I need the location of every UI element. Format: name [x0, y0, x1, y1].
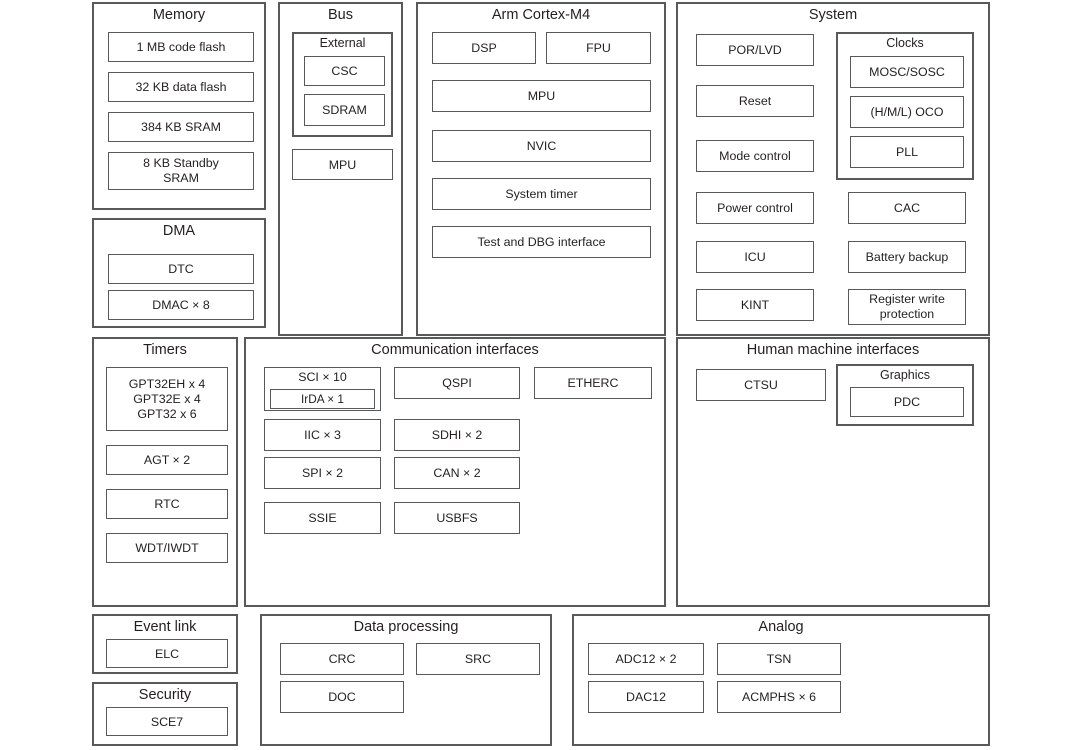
- group-memory-title: Memory: [152, 7, 206, 23]
- block-hml-oco[interactable]: (H/M/L) OCO: [850, 96, 964, 128]
- block-wdt-iwdt[interactable]: WDT/IWDT: [106, 533, 228, 563]
- block-data-flash[interactable]: 32 KB data flash: [108, 72, 254, 102]
- block-mode-control[interactable]: Mode control: [696, 140, 814, 172]
- block-dsp[interactable]: DSP: [432, 32, 536, 64]
- block-src[interactable]: SRC: [416, 643, 540, 675]
- block-system-timer[interactable]: System timer: [432, 178, 651, 210]
- block-acmphs[interactable]: ACMPHS × 6: [717, 681, 841, 713]
- group-bus-external-title: External: [319, 36, 366, 50]
- group-system: System POR/LVD Reset Mode control Power …: [676, 2, 990, 336]
- group-data-processing: Data processing CRC SRC DOC: [260, 614, 552, 746]
- block-sram[interactable]: 384 KB SRAM: [108, 112, 254, 142]
- block-dmac[interactable]: DMAC × 8: [108, 290, 254, 320]
- block-sdram[interactable]: SDRAM: [304, 94, 385, 126]
- block-crc[interactable]: CRC: [280, 643, 404, 675]
- group-arm-cortex-m4: Arm Cortex-M4 DSP FPU MPU NVIC System ti…: [416, 2, 666, 336]
- block-dtc[interactable]: DTC: [108, 254, 254, 284]
- block-adc12[interactable]: ADC12 × 2: [588, 643, 704, 675]
- group-analog-title: Analog: [758, 619, 804, 635]
- group-clocks-title: Clocks: [886, 36, 924, 50]
- group-timers-title: Timers: [143, 342, 187, 358]
- block-can[interactable]: CAN × 2: [394, 457, 520, 489]
- group-communication-interfaces: Communication interfaces SCI × 10 IrDA ×…: [244, 337, 666, 607]
- group-event-link-title: Event link: [133, 619, 197, 635]
- block-sce7[interactable]: SCE7: [106, 707, 228, 736]
- block-rtc[interactable]: RTC: [106, 489, 228, 519]
- group-dma-title: DMA: [162, 223, 196, 239]
- block-dac12[interactable]: DAC12: [588, 681, 704, 713]
- block-bus-mpu[interactable]: MPU: [292, 149, 393, 180]
- group-clocks: Clocks MOSC/SOSC (H/M/L) OCO PLL: [836, 32, 974, 180]
- block-test-dbg-interface[interactable]: Test and DBG interface: [432, 226, 651, 258]
- block-kint[interactable]: KINT: [696, 289, 814, 321]
- group-analog: Analog ADC12 × 2 TSN DAC12 ACMPHS × 6: [572, 614, 990, 746]
- block-usbfs[interactable]: USBFS: [394, 502, 520, 534]
- block-pll[interactable]: PLL: [850, 136, 964, 168]
- block-sci-label: SCI × 10: [298, 370, 347, 384]
- block-standby-sram[interactable]: 8 KB Standby SRAM: [108, 152, 254, 190]
- block-fpu[interactable]: FPU: [546, 32, 651, 64]
- block-tsn[interactable]: TSN: [717, 643, 841, 675]
- block-pdc[interactable]: PDC: [850, 387, 964, 417]
- block-code-flash[interactable]: 1 MB code flash: [108, 32, 254, 62]
- block-iic[interactable]: IIC × 3: [264, 419, 381, 451]
- group-event-link: Event link ELC: [92, 614, 238, 674]
- group-cortex-title: Arm Cortex-M4: [491, 7, 591, 23]
- block-mosc-sosc[interactable]: MOSC/SOSC: [850, 56, 964, 88]
- block-gpt[interactable]: GPT32EH x 4 GPT32E x 4 GPT32 x 6: [106, 367, 228, 431]
- block-csc[interactable]: CSC: [304, 56, 385, 86]
- block-agt[interactable]: AGT × 2: [106, 445, 228, 475]
- group-graphics-title: Graphics: [879, 368, 931, 382]
- group-memory: Memory 1 MB code flash 32 KB data flash …: [92, 2, 266, 210]
- group-dma: DMA DTC DMAC × 8: [92, 218, 266, 328]
- block-ctsu[interactable]: CTSU: [696, 369, 826, 401]
- group-human-machine-interfaces: Human machine interfaces CTSU Graphics P…: [676, 337, 990, 607]
- group-data-processing-title: Data processing: [353, 619, 459, 635]
- block-por-lvd[interactable]: POR/LVD: [696, 34, 814, 66]
- block-spi[interactable]: SPI × 2: [264, 457, 381, 489]
- block-reset[interactable]: Reset: [696, 85, 814, 117]
- group-bus-title: Bus: [328, 7, 353, 23]
- block-etherc[interactable]: ETHERC: [534, 367, 652, 399]
- block-cortex-mpu[interactable]: MPU: [432, 80, 651, 112]
- block-sdhi[interactable]: SDHI × 2: [394, 419, 520, 451]
- group-hmi-title: Human machine interfaces: [746, 342, 920, 358]
- block-elc[interactable]: ELC: [106, 639, 228, 668]
- group-timers: Timers GPT32EH x 4 GPT32E x 4 GPT32 x 6 …: [92, 337, 238, 607]
- block-nvic[interactable]: NVIC: [432, 130, 651, 162]
- block-cac[interactable]: CAC: [848, 192, 966, 224]
- group-security-title: Security: [138, 687, 192, 703]
- group-system-title: System: [808, 7, 858, 23]
- block-qspi[interactable]: QSPI: [394, 367, 520, 399]
- group-graphics: Graphics PDC: [836, 364, 974, 426]
- block-register-write-protection[interactable]: Register write protection: [848, 289, 966, 325]
- group-bus-external: External CSC SDRAM: [292, 32, 393, 137]
- block-battery-backup[interactable]: Battery backup: [848, 241, 966, 273]
- block-ssie[interactable]: SSIE: [264, 502, 381, 534]
- block-doc[interactable]: DOC: [280, 681, 404, 713]
- block-irda[interactable]: IrDA × 1: [270, 389, 375, 409]
- group-communication-title: Communication interfaces: [371, 342, 539, 358]
- group-bus: Bus External CSC SDRAM MPU: [278, 2, 403, 336]
- group-security: Security SCE7: [92, 682, 238, 746]
- block-icu[interactable]: ICU: [696, 241, 814, 273]
- block-power-control[interactable]: Power control: [696, 192, 814, 224]
